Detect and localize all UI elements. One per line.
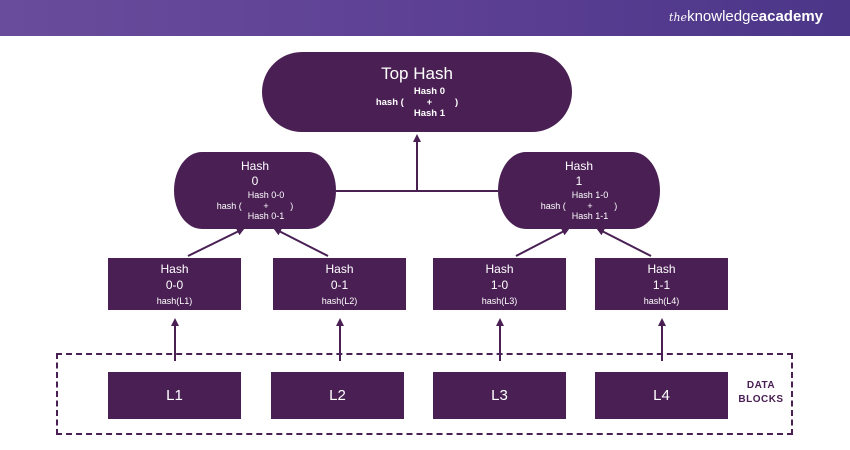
leaf-1-1-title-line1: Hash [647,262,676,277]
leaf-1-0-title-line2: 1-0 [490,278,509,292]
hash-0-operands: Hash 0-0 + Hash 0-1 [248,190,285,221]
hash-0-operand-a: Hash 0-0 [247,190,285,201]
hash-0-title-line1: Hash [240,159,269,174]
data-block-l4: L4 [595,372,728,419]
top-hash-close: ) [454,97,459,109]
hash-0-operand-b: Hash 0-1 [247,211,285,222]
top-hash-operator: + [426,97,433,109]
leaf-hash-0-1: Hash 0-1 hash(L2) [273,258,406,310]
hash-1-node: Hash 1 hash ( Hash 1-0 + Hash 1-1 ) [498,152,660,229]
leaf-1-1-formula: hash(L4) [643,295,680,306]
brand-logo: theknowledgeacademy [669,8,823,25]
leaf-1-1-title-line2: 1-1 [652,278,671,292]
top-hash-operand-a: Hash 0 [413,86,445,98]
data-blocks-label-line1: DATA [746,380,776,391]
hash-1-operator: + [587,200,593,211]
top-hash-title: Top Hash [381,64,453,84]
hash-1-title-line2: 1 [575,174,583,189]
brand-knowledge: knowledge [687,8,759,25]
top-hash-formula: hash ( Hash 0 + Hash 1 ) [375,86,459,120]
data-blocks-region [56,353,793,435]
hash-0-operator: + [263,200,269,211]
leaf-0-1-title-line2: 0-1 [330,278,349,292]
top-hash-operand-b: Hash 1 [413,107,445,119]
hash-1-title-line1: Hash [564,159,593,174]
hash-1-fn: hash ( [540,200,566,211]
leaf-1-0-title-line1: Hash [485,262,514,277]
hash-1-operand-a: Hash 1-0 [571,190,609,201]
hash-1-operand-b: Hash 1-1 [571,211,609,222]
leaf-1-0-formula: hash(L3) [481,295,518,306]
hash-0-formula: hash ( Hash 0-0 + Hash 0-1 ) [217,190,294,221]
top-hash-node: Top Hash hash ( Hash 0 + Hash 1 ) [262,52,572,132]
hash-0-close: ) [290,200,294,211]
header-banner: theknowledgeacademy [0,0,850,36]
data-block-l1: L1 [108,372,241,419]
leaf-hash-1-1: Hash 1-1 hash(L4) [595,258,728,310]
arrow-leaf01-to-hash0 [273,228,329,257]
data-blocks-label-line2: BLOCKS [738,393,784,405]
leaf-hash-0-0: Hash 0-0 hash(L1) [108,258,241,310]
leaf-0-0-title-line1: Hash [160,262,189,277]
data-blocks-label: DATA BLOCKS [738,379,784,406]
leaf-0-1-formula: hash(L2) [321,295,358,306]
leaf-hash-1-0: Hash 1-0 hash(L3) [433,258,566,310]
leaf-0-1-title-line1: Hash [325,262,354,277]
hash-1-close: ) [614,200,618,211]
hash-0-fn: hash ( [216,200,242,211]
top-hash-fn: hash ( [375,97,404,109]
leaf-0-0-title-line2: 0-0 [165,278,184,292]
hash-0-node: Hash 0 hash ( Hash 0-0 + Hash 0-1 ) [174,152,336,229]
arrow-leaf11-to-hash1 [596,228,652,257]
hash-0-title-line2: 0 [251,174,259,189]
data-block-l3: L3 [433,372,566,419]
leaf-0-0-formula: hash(L1) [156,295,193,306]
arrow-leaf00-to-hash0 [187,228,245,257]
arrow-leaf10-to-hash1 [515,228,570,257]
hash-1-operands: Hash 1-0 + Hash 1-1 [572,190,609,221]
hash-1-formula: hash ( Hash 1-0 + Hash 1-1 ) [541,190,618,221]
top-hash-operands: Hash 0 + Hash 1 [413,86,445,120]
brand-academy: academy [758,8,823,25]
data-block-l2: L2 [271,372,404,419]
brand-the: the [669,11,688,24]
